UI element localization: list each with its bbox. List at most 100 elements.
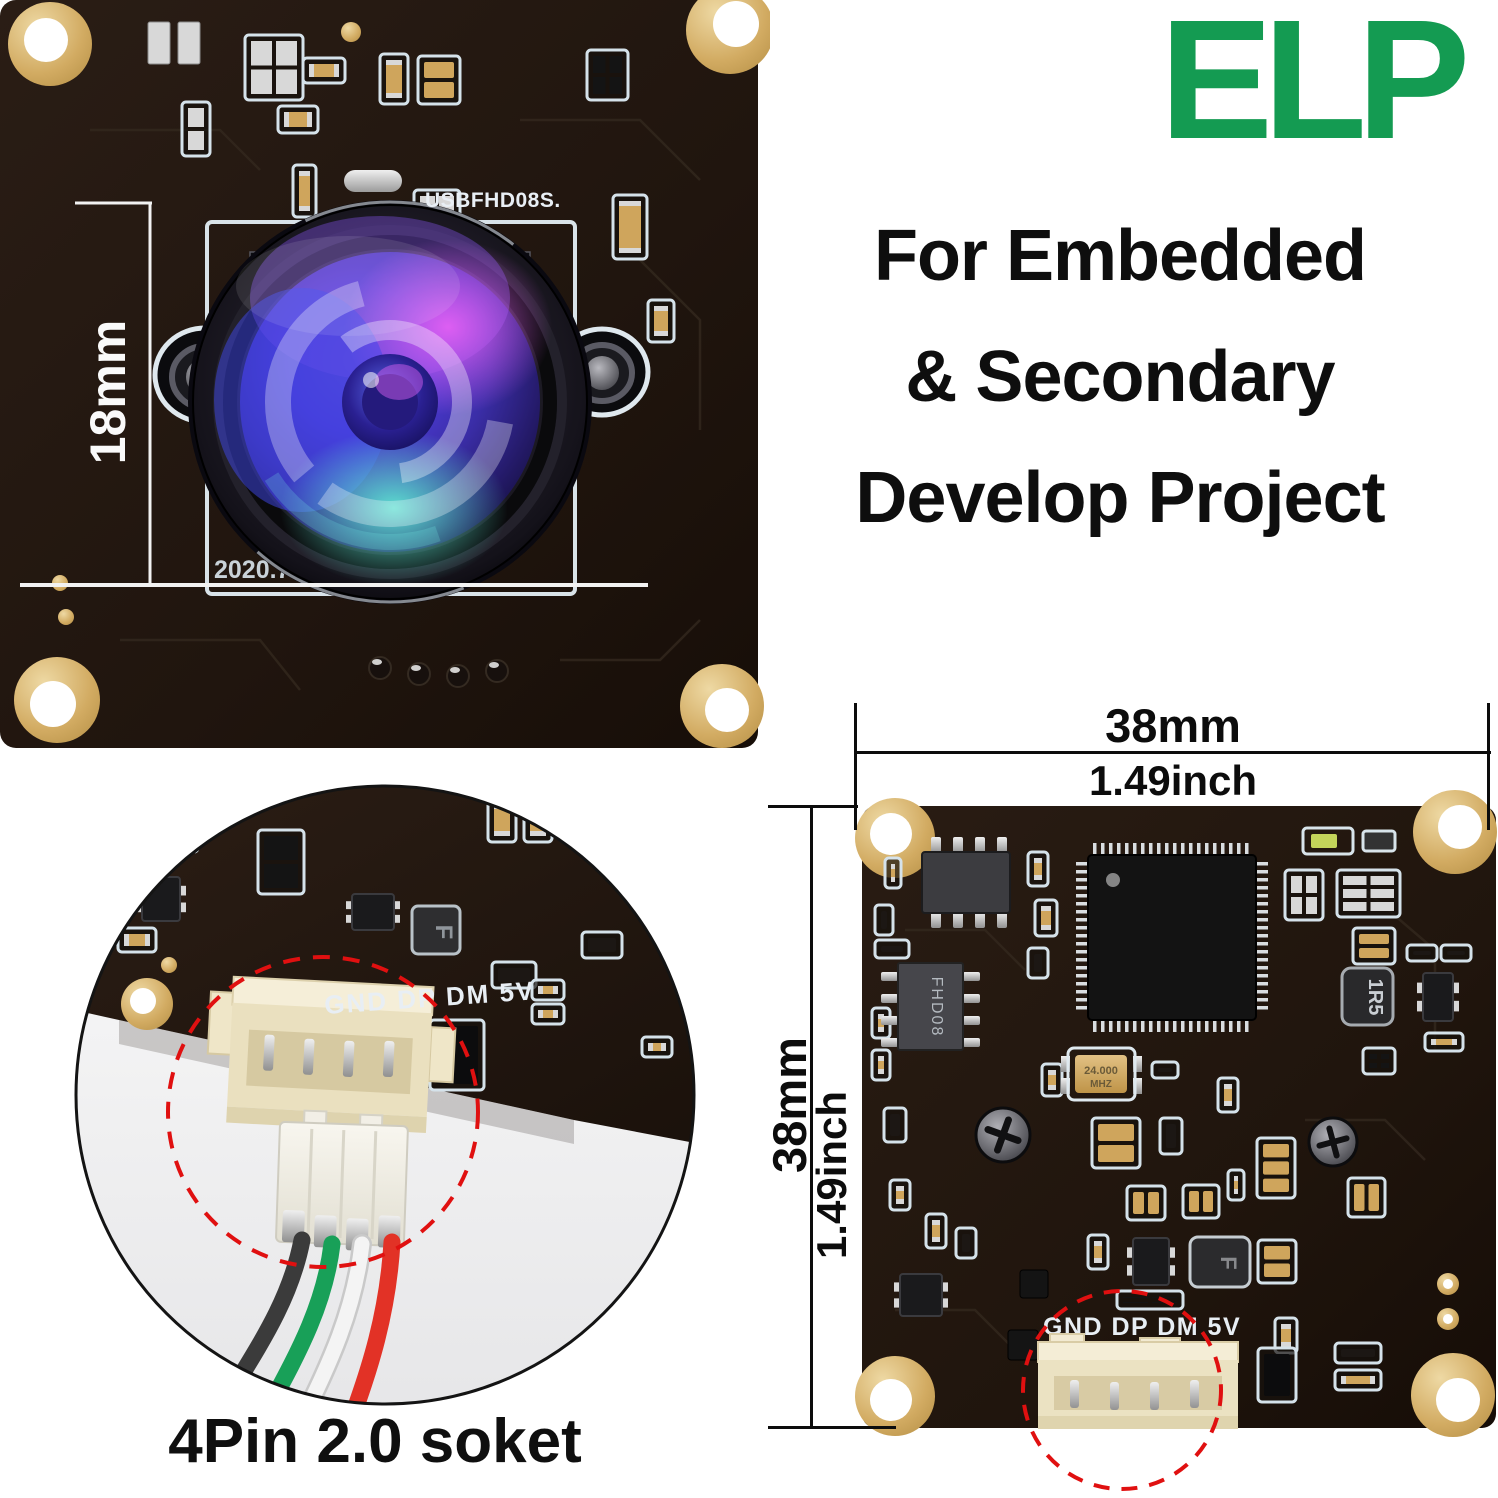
smd-part [1076, 934, 1088, 938]
smd-part [1181, 843, 1185, 855]
smd-part [1205, 843, 1209, 855]
smd-part [1256, 966, 1268, 970]
smd-part [1234, 1176, 1238, 1181]
dimension-18mm-lines [20, 201, 648, 587]
smd-part [386, 93, 402, 98]
smd-part [1341, 1376, 1346, 1384]
smd-part [1213, 843, 1217, 855]
board-model-label: USBFHD08S. [425, 189, 561, 212]
smd-part [881, 911, 887, 929]
smd-part [894, 1298, 900, 1308]
smd-part [1098, 1124, 1134, 1141]
inductor-f-label: F [430, 925, 457, 940]
smd-part [878, 1014, 884, 1019]
smd-part [1076, 974, 1088, 978]
smd-part [1224, 1084, 1232, 1089]
headline-line1: For Embedded [873, 216, 1367, 296]
smd-part [1381, 1063, 1389, 1068]
smd-part [124, 934, 150, 946]
smd-part [881, 946, 903, 952]
smd-part [1076, 966, 1088, 970]
inductor-f: F [1188, 1235, 1252, 1289]
headline-line3: Develop Project [855, 458, 1385, 538]
smd-part [1281, 1324, 1291, 1329]
dim-left-line [810, 806, 813, 1428]
smd-part [1093, 843, 1097, 855]
smd-part [1076, 878, 1088, 882]
smd-part [264, 836, 298, 860]
smd-part [1256, 1006, 1268, 1010]
smd-part [1173, 843, 1177, 855]
smd-part [1041, 925, 1051, 930]
smd-part [1157, 1020, 1161, 1032]
smd-components [147, 21, 676, 344]
smd-part [593, 77, 606, 94]
smd-part [878, 1069, 884, 1074]
dim-top-tick-left [854, 703, 857, 830]
smd-part [654, 331, 668, 336]
smd-part [1417, 982, 1423, 994]
smd-part [878, 1056, 884, 1061]
smd-part [942, 1282, 948, 1292]
dim-left-tick-top [768, 805, 858, 808]
smd-part [264, 864, 298, 888]
mounting-hole [130, 988, 156, 1014]
smd-part [1256, 958, 1268, 962]
smd-part [309, 64, 314, 77]
smd-part [1189, 1020, 1193, 1032]
smd-part [1076, 870, 1088, 874]
inductor-1r5: 1R5 [1340, 966, 1395, 1027]
smd-part [299, 171, 310, 211]
smd-part [1101, 1020, 1105, 1032]
smd-part [1127, 1265, 1133, 1276]
smd-part [1281, 1342, 1291, 1347]
status-led [1301, 826, 1397, 856]
smd-part [1203, 1191, 1213, 1212]
smd-part [1354, 1184, 1365, 1211]
smd-part [1149, 1020, 1153, 1032]
smd-part [1132, 1237, 1170, 1286]
smd-part [1123, 1302, 1148, 1303]
smd-part [1422, 972, 1454, 1022]
smd-part [553, 986, 558, 994]
smd-part [1343, 889, 1367, 898]
smd-part [1076, 894, 1088, 898]
smd-part [661, 1043, 666, 1051]
smd-part [1256, 974, 1268, 978]
smd-part [334, 64, 339, 77]
smd-part [346, 914, 352, 923]
chip-pins [1076, 843, 1268, 1032]
smd-part [1189, 1191, 1199, 1212]
smd-part [1076, 958, 1088, 962]
smd-part [891, 864, 895, 869]
smd-part [1256, 942, 1268, 946]
smd-part [136, 885, 142, 896]
socket-pins [1070, 1380, 1199, 1410]
smd-part [1256, 902, 1268, 906]
smd-part [1123, 1297, 1148, 1298]
smd-part [593, 56, 606, 73]
smd-part [276, 41, 297, 66]
smd-part [1169, 1265, 1175, 1276]
smd-part [932, 1220, 940, 1242]
smd-part [664, 822, 680, 827]
socket-4pin [206, 975, 457, 1134]
brand-logo: ELP [1160, 2, 1475, 162]
smd-part [1263, 1178, 1289, 1192]
smd-part [1152, 1297, 1177, 1298]
smd-part [1256, 862, 1268, 866]
smd-part [307, 112, 312, 127]
smd-part [1157, 843, 1161, 855]
smd-part [1361, 1046, 1397, 1076]
smd-part [1256, 926, 1268, 930]
brand-logo-text: ELP [1160, 2, 1465, 162]
smd-part [1256, 950, 1268, 954]
smd-part [1076, 942, 1088, 946]
dim-left-tick-bottom [768, 1426, 896, 1429]
smd-part [177, 21, 201, 65]
smd-part [1359, 948, 1389, 958]
smd-part [1453, 982, 1459, 994]
smd-part [1125, 843, 1129, 855]
smd-part [588, 938, 616, 952]
smd-part [1094, 1241, 1102, 1246]
